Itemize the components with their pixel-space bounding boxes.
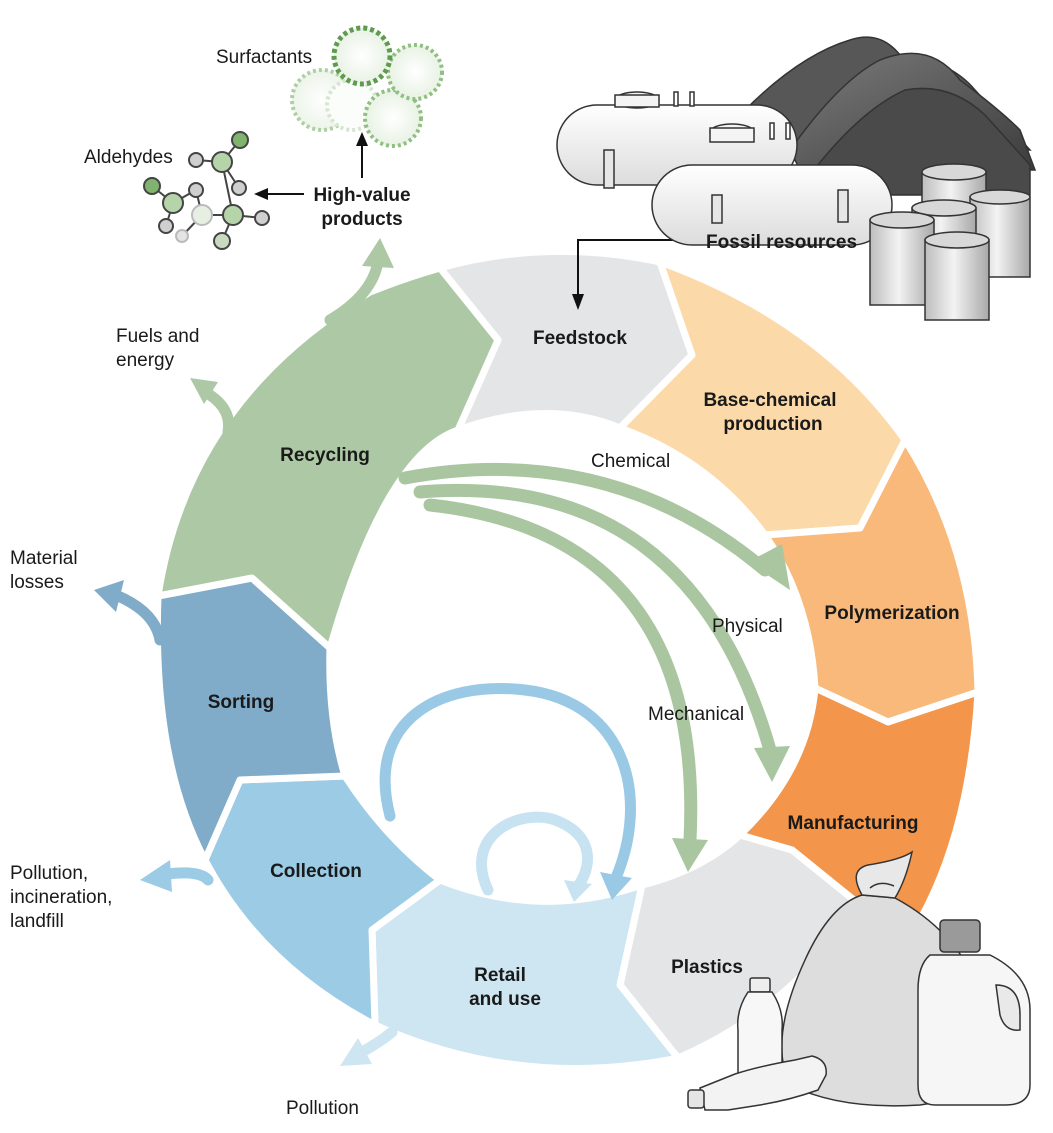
surfactants-label: Surfactants [216, 47, 312, 68]
mechanical-route-arrow [423, 498, 698, 847]
pollution-outflow-arrowhead [340, 1038, 372, 1066]
high-value-label-line-1: High-value [313, 185, 410, 206]
chemical-label: Chemical [591, 451, 670, 472]
aldehydes-label: Aldehydes [84, 147, 173, 168]
incineration-outflow-arrowhead [140, 860, 172, 892]
manufacturing-label: Manufacturing [788, 813, 919, 834]
inner-reuse-loop-arrowhead [564, 880, 592, 902]
plastics-label: Plastics [671, 957, 743, 978]
physical-route-arrow [413, 483, 777, 757]
incineration-outflow-arrow [162, 867, 214, 886]
high-value-label-line-2: products [321, 209, 402, 230]
segment-collection [201, 772, 444, 1029]
fossil-resources-label: Fossil resources [706, 232, 857, 253]
high-value-outflow-arrow [324, 256, 384, 326]
segment-recycling [154, 264, 502, 652]
aldehydes-connector-arrowhead [254, 188, 268, 200]
retail-label-line-1: Retail [474, 965, 526, 986]
output-labels: Fossil resources High-value products Sur… [10, 47, 857, 1119]
collection-label: Collection [270, 861, 362, 882]
cycle-ring [153, 247, 982, 1073]
segment-retail [368, 876, 682, 1073]
retail-label-line-2: and use [469, 989, 541, 1010]
chemical-route-arrow [398, 463, 772, 577]
pollution-incineration-label-line-1: Pollution, [10, 863, 88, 884]
fuels-label-line-1: Fuels and [116, 326, 199, 347]
fuels-label-line-2: energy [116, 350, 175, 371]
reuse-loop-arrowhead [600, 872, 632, 900]
pollution-outflow-arrow [356, 1026, 398, 1058]
reuse-loop-arrow [379, 683, 636, 886]
material-losses-outflow-arrowhead [94, 580, 124, 612]
surfactants-connector-arrowhead [356, 132, 368, 146]
fuels-outflow-arrow [204, 389, 235, 438]
inner-reuse-loop-arrow [476, 811, 593, 896]
mechanical-route-arrowhead [672, 838, 708, 872]
segment-labels: Feedstock Base-chemical production Polym… [208, 328, 960, 1010]
fuels-outflow-arrowhead [190, 378, 218, 404]
fossil-to-feedstock-connector [577, 239, 700, 298]
aldehydes-molecule-icon [143, 131, 270, 250]
physical-label: Physical [712, 616, 783, 637]
recycling-routes [379, 463, 790, 902]
outflow-arrows [94, 238, 398, 1066]
fossil-connector-arrowhead [572, 294, 584, 310]
physical-route-arrowhead [754, 746, 790, 782]
surfactants-micelles-icon [290, 25, 444, 148]
fallen-bottle-icon [687, 1055, 827, 1111]
oil-barrels-icon [869, 163, 1031, 321]
feedstock-label: Feedstock [533, 328, 627, 349]
detergent-bottle-icon [917, 919, 1031, 1106]
base-chemical-label-line-2: production [723, 414, 822, 435]
material-losses-label-line-2: losses [10, 572, 64, 593]
recycling-label: Recycling [280, 445, 370, 466]
pollution-incineration-label-line-2: incineration, [10, 887, 112, 908]
base-chemical-label-line-1: Base-chemical [703, 390, 836, 411]
polymerization-label: Polymerization [824, 603, 959, 624]
mechanical-label: Mechanical [648, 704, 744, 725]
sorting-label: Sorting [208, 692, 275, 713]
pollution-incineration-label-line-3: landfill [10, 911, 64, 932]
high-value-outflow-arrowhead [362, 238, 394, 268]
pollution-label: Pollution [286, 1098, 359, 1119]
route-labels: Chemical Physical Mechanical [591, 451, 783, 725]
connector-arrows [254, 132, 700, 310]
material-losses-outflow-arrow [112, 590, 166, 646]
material-losses-label-line-1: Material [10, 548, 78, 569]
storage-tank-icon [556, 91, 893, 246]
chemical-route-arrowhead [748, 544, 790, 590]
